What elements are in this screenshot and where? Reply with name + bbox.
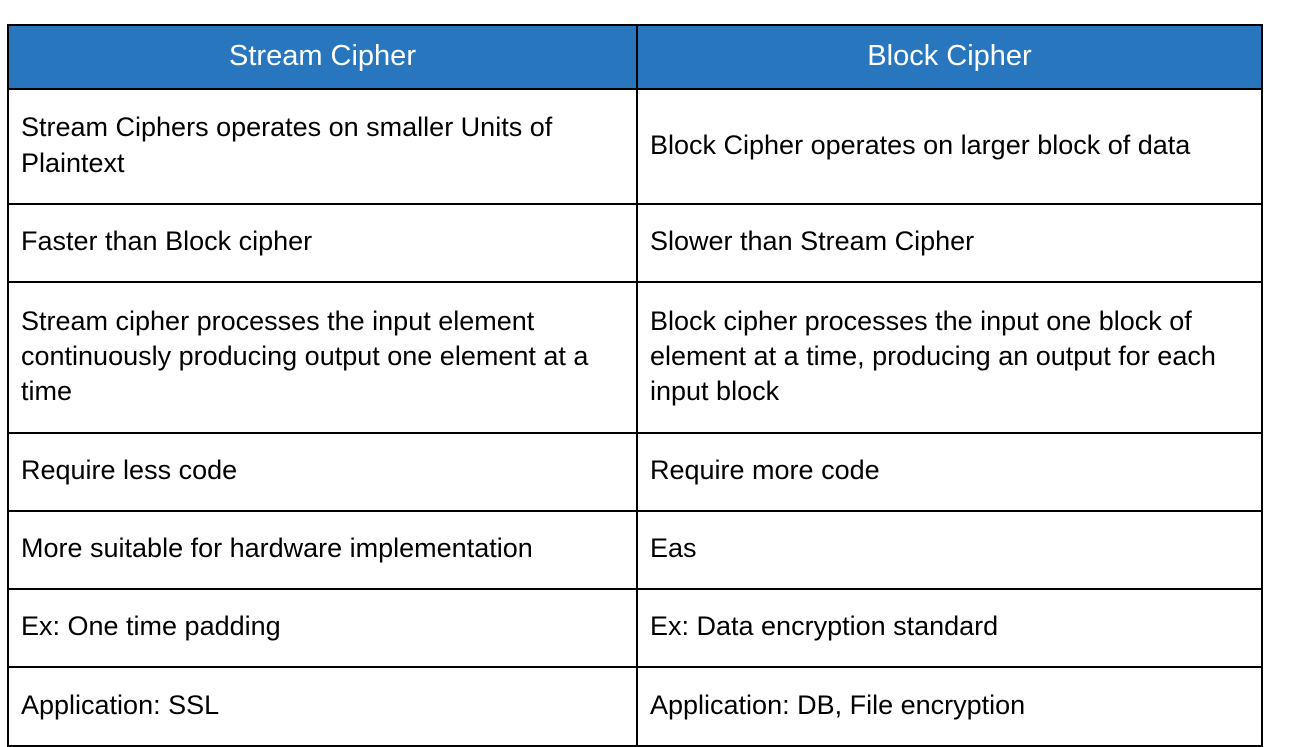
cell-text: Application: SSL bbox=[21, 689, 220, 720]
cell-text: Eas bbox=[650, 533, 697, 564]
cell-stream-6: Application: SSL bbox=[7, 666, 638, 747]
cell-stream-3: Require less code bbox=[7, 432, 638, 512]
cell-stream-0: Stream Ciphers operates on smaller Units… bbox=[7, 88, 638, 205]
cell-text: More suitable for hardware implementatio… bbox=[21, 533, 533, 564]
cell-stream-2: Stream cipher processes the input elemen… bbox=[7, 281, 638, 434]
cell-block-0: Block Cipher operates on larger block of… bbox=[636, 88, 1263, 205]
table-row: Stream Ciphers operates on smaller Units… bbox=[7, 88, 1263, 205]
cell-block-2: Block cipher processes the input one blo… bbox=[636, 281, 1263, 434]
cell-block-5: Ex: Data encryption standard bbox=[636, 588, 1263, 668]
cell-block-3: Require more code bbox=[636, 432, 1263, 512]
cell-text: Require less code bbox=[21, 455, 238, 486]
cell-text: Stream cipher processes the input elemen… bbox=[21, 305, 589, 407]
cell-text: Block cipher processes the input one blo… bbox=[650, 305, 1216, 407]
cell-block-1: Slower than Stream Cipher bbox=[636, 203, 1263, 283]
table-row: Faster than Block cipher Slower than Str… bbox=[7, 203, 1263, 283]
cell-text: Ex: Data encryption standard bbox=[650, 611, 999, 642]
cell-stream-1: Faster than Block cipher bbox=[7, 203, 638, 283]
column-header-block-cipher-label: Block Cipher bbox=[867, 40, 1032, 73]
table-row: Stream cipher processes the input elemen… bbox=[7, 281, 1263, 434]
cell-text: Slower than Stream Cipher bbox=[650, 226, 975, 257]
cell-text: Stream Ciphers operates on smaller Units… bbox=[21, 112, 553, 178]
table-body: Stream Ciphers operates on smaller Units… bbox=[7, 88, 1263, 747]
table-header: Stream Cipher Block Cipher bbox=[7, 24, 1263, 90]
cell-stream-4: More suitable for hardware implementatio… bbox=[7, 510, 638, 590]
table-row: Application: SSL Application: DB, File e… bbox=[7, 666, 1263, 747]
cell-block-4: Eas bbox=[636, 510, 1263, 590]
cell-text: Faster than Block cipher bbox=[21, 226, 313, 257]
column-header-stream-cipher-label: Stream Cipher bbox=[229, 40, 416, 73]
table-row: Ex: One time padding Ex: Data encryption… bbox=[7, 588, 1263, 668]
cell-text: Require more code bbox=[650, 455, 880, 486]
table-row: Require less code Require more code bbox=[7, 432, 1263, 512]
cell-text: Application: DB, File encryption bbox=[650, 689, 1026, 720]
comparison-table: Stream Cipher Block Cipher Stream Cipher… bbox=[7, 24, 1263, 747]
header-row: Stream Cipher Block Cipher bbox=[7, 24, 1263, 90]
page-root: Stream Cipher Block Cipher Stream Cipher… bbox=[7, 24, 1263, 747]
table-row: More suitable for hardware implementatio… bbox=[7, 510, 1263, 590]
cell-stream-5: Ex: One time padding bbox=[7, 588, 638, 668]
column-header-stream-cipher: Stream Cipher bbox=[7, 24, 638, 90]
cell-text: Block Cipher operates on larger block of… bbox=[650, 129, 1191, 160]
cell-block-6: Application: DB, File encryption bbox=[636, 666, 1263, 747]
cell-text: Ex: One time padding bbox=[21, 611, 281, 642]
column-header-block-cipher: Block Cipher bbox=[636, 24, 1263, 90]
